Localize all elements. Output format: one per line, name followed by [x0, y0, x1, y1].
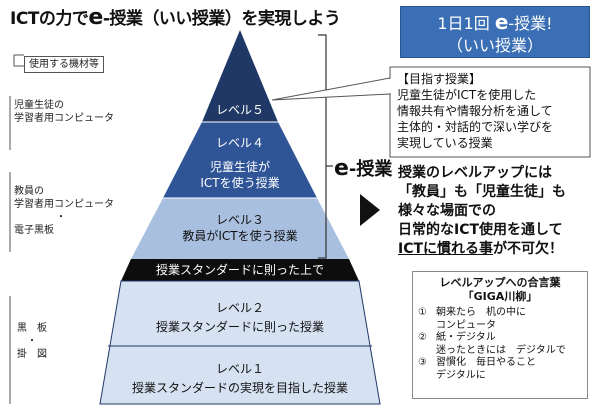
- banner-text: -授業!: [508, 14, 553, 33]
- senryu-list: ① 朝来たら 机の中にコンピュータ ② 紙・デジタル迷ったときには デジタルで …: [418, 307, 586, 382]
- level-1-label: レベル１ 授業スタンダードの実現を目指した授業: [110, 361, 370, 396]
- message-line: 授業のレベルアップには: [398, 165, 552, 181]
- label-line: 学習者用コンピュータ: [14, 113, 114, 124]
- level-title: レベル２: [215, 301, 264, 315]
- banner-text: 1日1回: [437, 14, 495, 33]
- level-2-label: レベル２ 授業スタンダードに則った授業: [130, 300, 350, 335]
- label-line: ・: [56, 212, 66, 223]
- level-desc: 児童生徒が: [209, 160, 270, 174]
- label-line: 児童生徒の: [14, 100, 64, 111]
- callout-pointer: [271, 77, 391, 101]
- callout-line: 児童生徒がICTを使用した: [397, 88, 537, 102]
- label-line: 黒 板: [17, 323, 47, 334]
- senryu-line: デジタルに: [436, 369, 486, 381]
- senryu-line: 朝来たら 机の中に: [436, 307, 526, 318]
- callout-text: 【目指す授業】 児童生徒がICTを使用した 情報共有や情報分析を通して 主体的・…: [397, 71, 553, 151]
- callout-line: 情報共有や情報分析を通して: [397, 104, 553, 118]
- main-message: 授業のレベルアップには 「教員」も「児童生徒」も 様々な場面での 日常的なICT…: [398, 164, 566, 259]
- teacher-device-label: 教員の 学習者用コンピュータ ・ 電子黒板: [14, 185, 114, 237]
- senryu-number: ①: [418, 307, 427, 318]
- senryu-line: 紙・デジタル: [436, 332, 496, 343]
- giga-senryu-box: [412, 271, 588, 399]
- e-letter: e: [334, 156, 349, 181]
- callout-line: 実現している授業: [397, 136, 493, 150]
- senryu-line: 迷ったときには デジタルで: [436, 344, 566, 356]
- level-5-label: レベル５: [215, 103, 264, 117]
- e-bracket: [318, 34, 327, 259]
- level-desc: 授業スタンダードに則った授業: [155, 320, 324, 334]
- senryu-item: ② 紙・デジタル迷ったときには デジタルで: [418, 332, 586, 357]
- left-bracket: [13, 54, 24, 67]
- level-4-label: レベル４ 児童生徒が ICTを使う授業: [180, 135, 300, 191]
- level-desc: ICTを使う授業: [200, 176, 280, 190]
- student-device-label: 児童生徒の 学習者用コンピュータ: [14, 99, 114, 125]
- level-title: レベル１: [215, 362, 264, 376]
- equipment-heading: 使用する機材等: [24, 56, 104, 73]
- arrow-icon: [360, 194, 380, 226]
- callout-box: [389, 66, 591, 158]
- callout-line: 主体的・対話的で深い学びを: [397, 120, 554, 134]
- pyramid-level-5: [202, 30, 278, 122]
- senryu-subtitle: 「GIGA川柳」: [462, 290, 538, 303]
- pyramid-lower-base: [99, 280, 381, 405]
- banner-line-1: 1日1回 e-授業!: [401, 11, 589, 35]
- senryu-number: ③: [418, 357, 427, 368]
- label-line: 教員の: [14, 186, 44, 197]
- board-label: 黒 板 ・ 掛 図: [16, 322, 48, 361]
- level-title: レベル３: [215, 213, 264, 227]
- message-line: ICTに慣れる事が不可欠！: [398, 240, 566, 259]
- pyramid-level-4: [163, 122, 317, 198]
- senryu-item: ① 朝来たら 机の中にコンピュータ: [418, 307, 586, 332]
- e-jugyo-label: e-授業: [334, 155, 392, 181]
- senryu-line: 習慣化 毎日やること: [436, 357, 536, 368]
- senryu-item: ③ 習慣化 毎日やることデジタルに: [418, 357, 586, 382]
- label-line: 学習者用コンピュータ: [14, 199, 114, 210]
- senryu-number: ②: [418, 332, 427, 343]
- message-line: 日常的なICT使用を通して: [398, 222, 563, 238]
- banner-e: e: [494, 10, 509, 34]
- title-e: e: [88, 5, 103, 30]
- e-rest: -授業: [348, 159, 393, 180]
- level-desc: 教員がICTを使う授業: [182, 229, 298, 243]
- label-line: 電子黒板: [14, 225, 54, 236]
- senryu-heading: レベルアップへの合言葉 「GIGA川柳」: [412, 276, 588, 304]
- level-3-label: レベル３ 教員がICTを使う授業: [160, 212, 320, 244]
- message-rest: が不可欠！: [493, 241, 564, 257]
- callout-line: 【目指す授業】: [397, 72, 482, 86]
- message-line: 「教員」も「児童生徒」も: [398, 184, 566, 200]
- senryu-line: コンピュータ: [436, 319, 496, 331]
- title-prefix: ICTの力で: [10, 9, 89, 29]
- label-line: 掛 図: [17, 349, 47, 360]
- label-line: ・: [27, 336, 37, 347]
- band-label: 授業スタンダードに則った上で: [155, 263, 324, 277]
- pyramid-band: [121, 259, 359, 281]
- message-line: 様々な場面での: [398, 203, 496, 219]
- page-title: ICTの力でe-授業（いい授業）を実現しよう: [10, 4, 390, 30]
- banner-line-2: （いい授業）: [446, 36, 543, 55]
- level-desc: 授業スタンダードの実現を目指した授業: [131, 381, 348, 395]
- message-emphasis: ICTに慣れる事: [398, 241, 494, 257]
- level-title: レベル４: [215, 136, 264, 150]
- senryu-title: レベルアップへの合言葉: [439, 276, 561, 289]
- title-suffix: -授業（いい授業）を実現しよう: [102, 9, 341, 29]
- banner: 1日1回 e-授業! （いい授業）: [400, 6, 590, 58]
- pyramid-level-3: [131, 198, 349, 259]
